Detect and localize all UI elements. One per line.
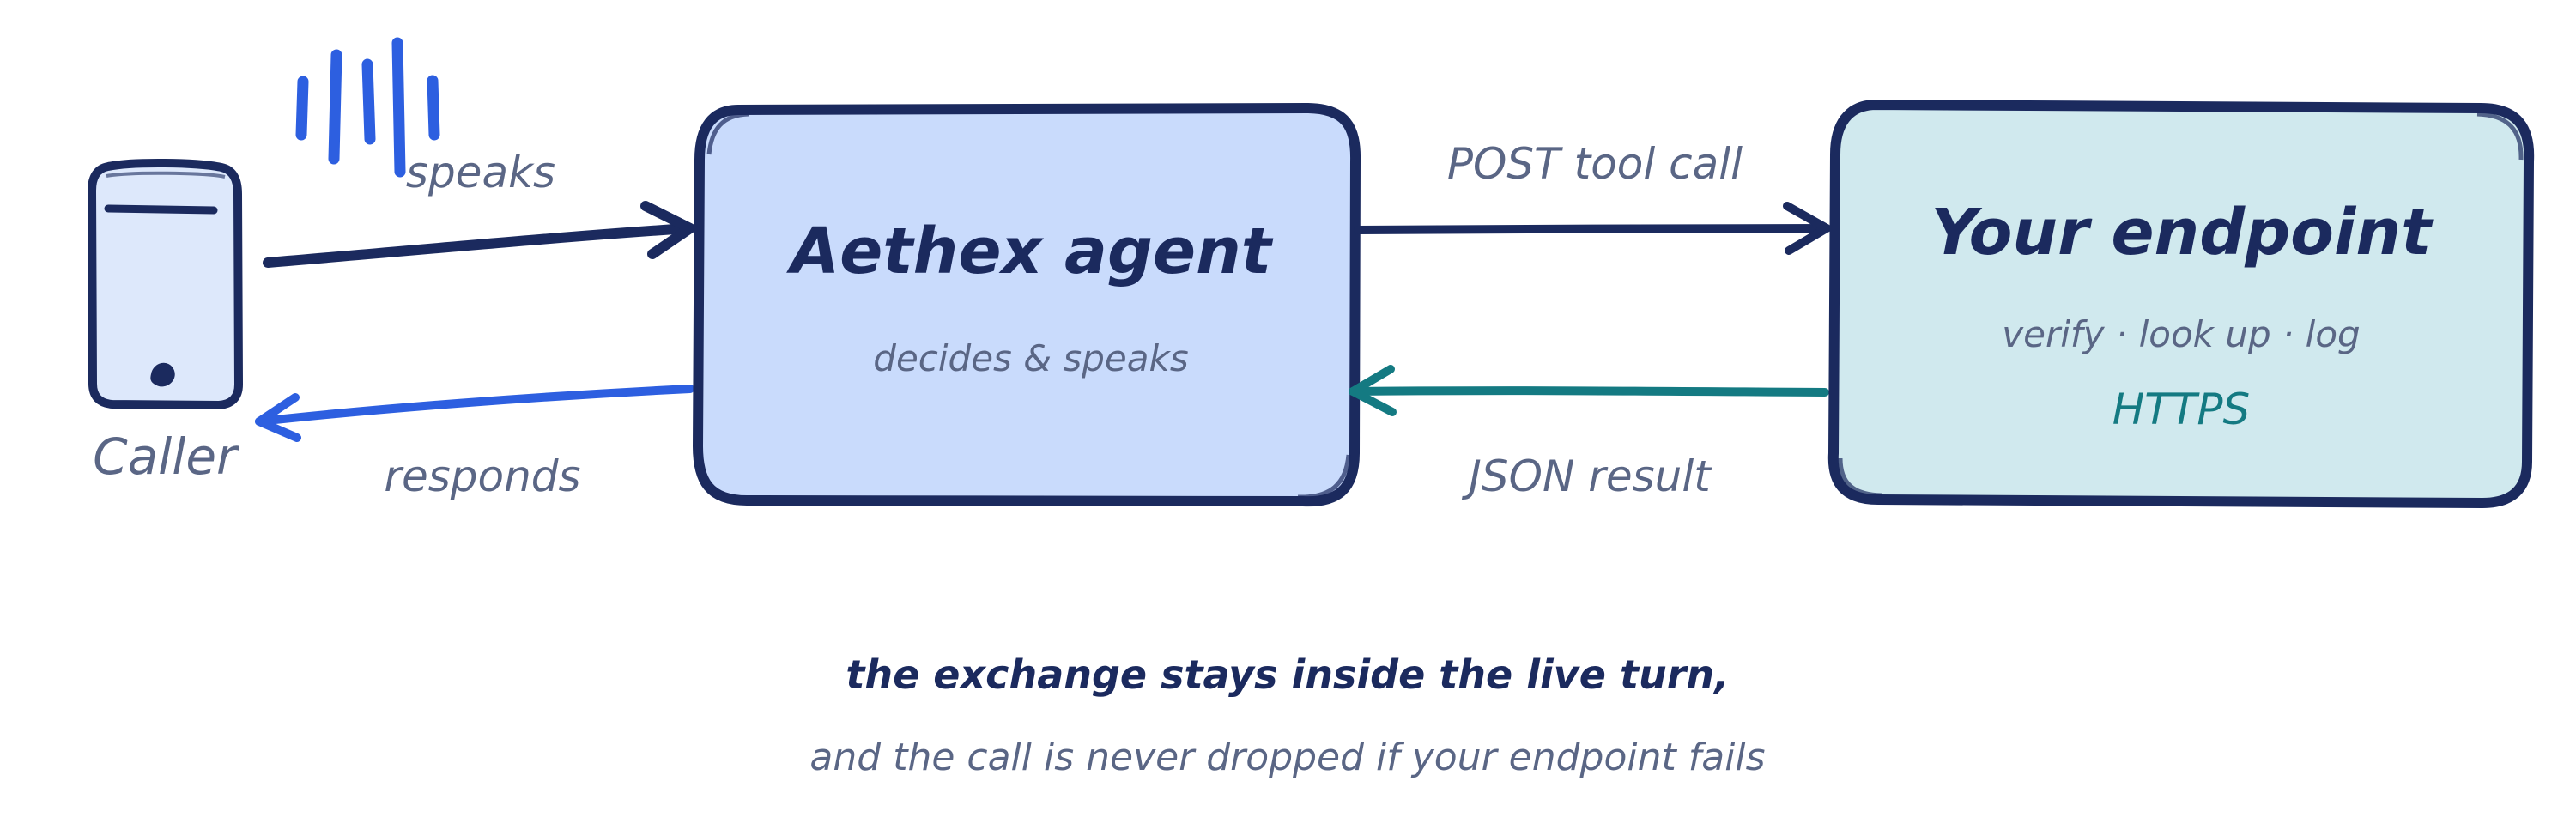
endpoint-protocol: HTTPS bbox=[2112, 385, 2251, 434]
responds-label: responds bbox=[384, 451, 580, 501]
phone-icon bbox=[88, 159, 243, 409]
speaks-label: speaks bbox=[406, 148, 555, 197]
responds-arrow bbox=[255, 385, 694, 442]
endpoint-box bbox=[1827, 100, 2535, 508]
json-label: JSON result bbox=[1461, 451, 1712, 501]
json-arrow bbox=[1349, 365, 1829, 416]
post-arrow bbox=[1354, 202, 1831, 255]
sound-waves-icon bbox=[295, 37, 440, 178]
speaks-arrow bbox=[263, 201, 695, 268]
caller-label: Caller bbox=[93, 427, 239, 486]
endpoint-subtitle: verify · look up · log bbox=[2002, 313, 2360, 355]
footer-line-1: the exchange stays inside the live turn, bbox=[846, 651, 1729, 698]
footer-line-2: and the call is never dropped if your en… bbox=[809, 736, 1765, 779]
agent-box bbox=[693, 103, 1361, 507]
post-label: POST tool call bbox=[1447, 139, 1743, 189]
endpoint-title: Your endpoint bbox=[1931, 196, 2434, 270]
agent-subtitle: decides & speaks bbox=[873, 337, 1188, 379]
agent-title: Aethex agent bbox=[786, 215, 1274, 288]
